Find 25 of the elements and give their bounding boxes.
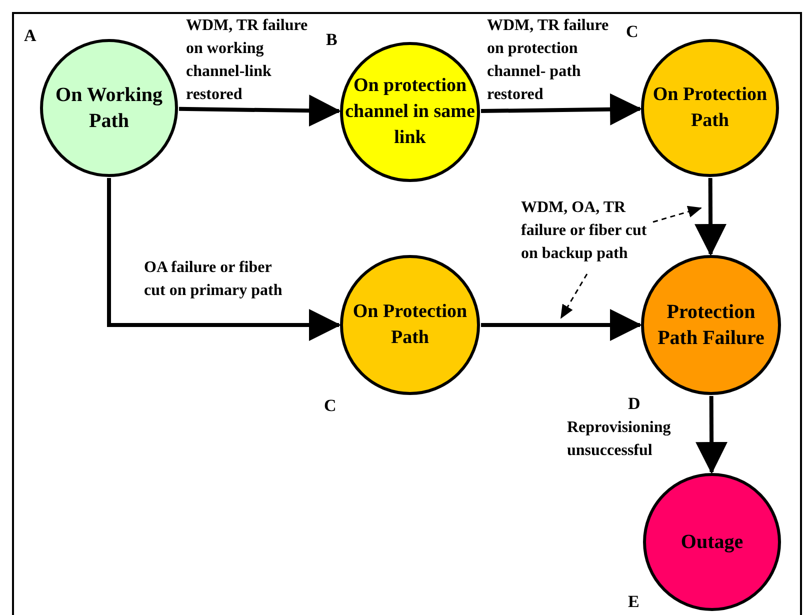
state-label: Protection Path Failure [656, 300, 766, 351]
state-letter: C [324, 396, 336, 416]
leader-line [652, 206, 702, 223]
state-letter: D [628, 394, 640, 414]
leader-line [560, 274, 588, 319]
arrow [178, 94, 341, 127]
state-letter: B [326, 30, 338, 50]
annotation-text: WDM, OA, TR failure or fiber cut on backup path [521, 196, 647, 265]
state-label: On Protection Path [352, 300, 468, 350]
edge-label: OA failure or fiber cut on primary path [144, 258, 284, 301]
arrow [480, 93, 642, 126]
state-label: On Protection Path [652, 83, 768, 133]
state-letter: E [628, 592, 640, 612]
arrow [694, 178, 727, 256]
state-label: On Working Path [54, 83, 164, 134]
edge-label: WDM, TR failure on working channel-link restored [186, 16, 309, 105]
edge-label: WDM, TR failure on protection channel- path restored [487, 16, 610, 105]
state-label: Outage [680, 530, 744, 555]
arrow [107, 178, 341, 341]
state-letter: C [626, 22, 638, 42]
edge-label: Reprovisioning unsuccessful [567, 418, 672, 461]
arrow [481, 309, 642, 341]
state-letter: A [24, 26, 36, 46]
state-label: On protection channel in same link [344, 74, 476, 150]
arrow [696, 396, 728, 474]
